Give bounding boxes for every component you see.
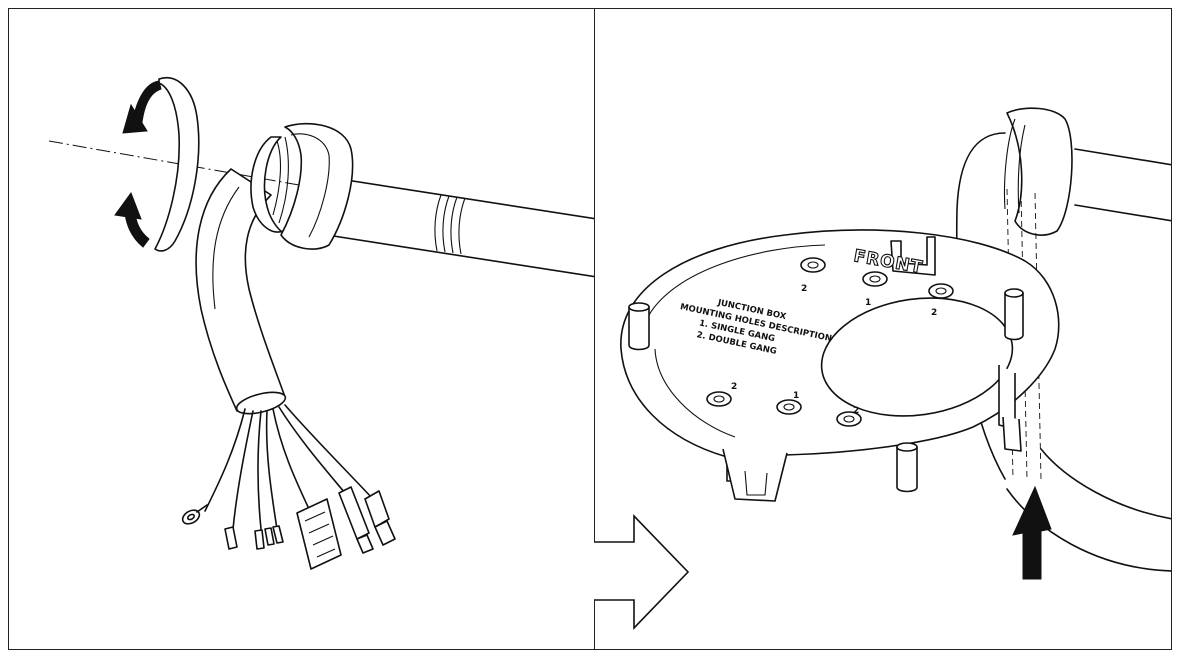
cable-wires xyxy=(181,404,396,570)
hole-number: 2 xyxy=(731,382,737,392)
mounting-hole xyxy=(836,411,862,427)
rotate-arrow-icon xyxy=(114,77,200,252)
cable-bundle xyxy=(195,168,287,415)
plate-post xyxy=(896,442,918,493)
step-panel-left xyxy=(8,8,596,650)
hole-number: 1 xyxy=(865,298,871,308)
hole-number: 2 xyxy=(801,284,807,294)
hole-number: 2 xyxy=(853,406,859,416)
hole-number: 2 xyxy=(931,308,937,318)
mount-plate-illustration: FRONT 2 1 xyxy=(620,107,1171,580)
mount-plate: FRONT 2 1 xyxy=(620,229,1060,502)
next-step-arrow-icon xyxy=(594,514,690,630)
mount-pipe xyxy=(326,176,595,278)
cable-routing-illustration xyxy=(48,77,595,570)
mounting-hole xyxy=(706,391,732,407)
mounting-hole xyxy=(862,271,888,287)
step-panel-right: FRONT 2 1 xyxy=(594,8,1172,650)
mounting-hole xyxy=(776,399,802,415)
cable-grommet xyxy=(250,122,354,250)
plate-post xyxy=(628,302,650,351)
hole-number: 1 xyxy=(793,391,799,401)
mounting-hole xyxy=(800,257,826,273)
push-up-arrow-icon xyxy=(1012,485,1052,580)
plate-post xyxy=(1004,288,1024,341)
mounting-hole xyxy=(928,283,954,299)
